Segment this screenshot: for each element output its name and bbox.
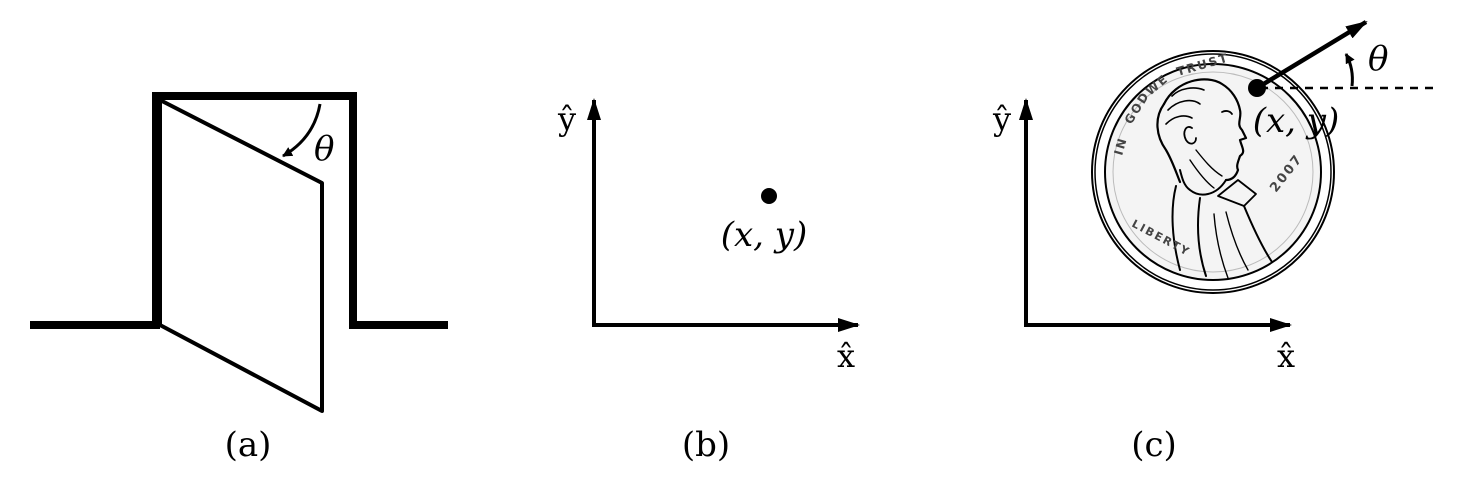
point-label-c: (x, y) [1253,101,1340,141]
point-label-b: (x, y) [721,215,808,255]
door-frame [30,92,448,329]
caption-c: (c) [1131,425,1177,465]
heading-arrow-c [1255,20,1368,90]
angle-arrow-c [1344,53,1355,87]
x-axis-label-b: x̂ [837,337,855,375]
panel-c: ŷ x̂ [992,20,1436,465]
x-axis-label-c: x̂ [1277,337,1295,375]
lincoln-portrait [1156,78,1273,279]
point-b [761,188,777,204]
caption-b: (b) [682,425,730,465]
angle-arrow-a [282,103,322,158]
y-axis-label-b: ŷ [557,100,576,138]
svg-text:IN: IN [1111,135,1130,157]
penny-coin: IN GOD WE TRUST LIBERTY 2007 [1091,50,1335,294]
theta-label-c: θ [1368,39,1388,79]
y-axis-label-c: ŷ [992,100,1011,138]
caption-a: (a) [225,425,272,465]
panel-a: θ (a) [30,92,448,465]
point-c [1248,79,1266,97]
panel-b: ŷ x̂ (x, y) (b) [557,98,860,465]
door-leaf [158,98,324,413]
theta-label-a: θ [314,129,334,169]
